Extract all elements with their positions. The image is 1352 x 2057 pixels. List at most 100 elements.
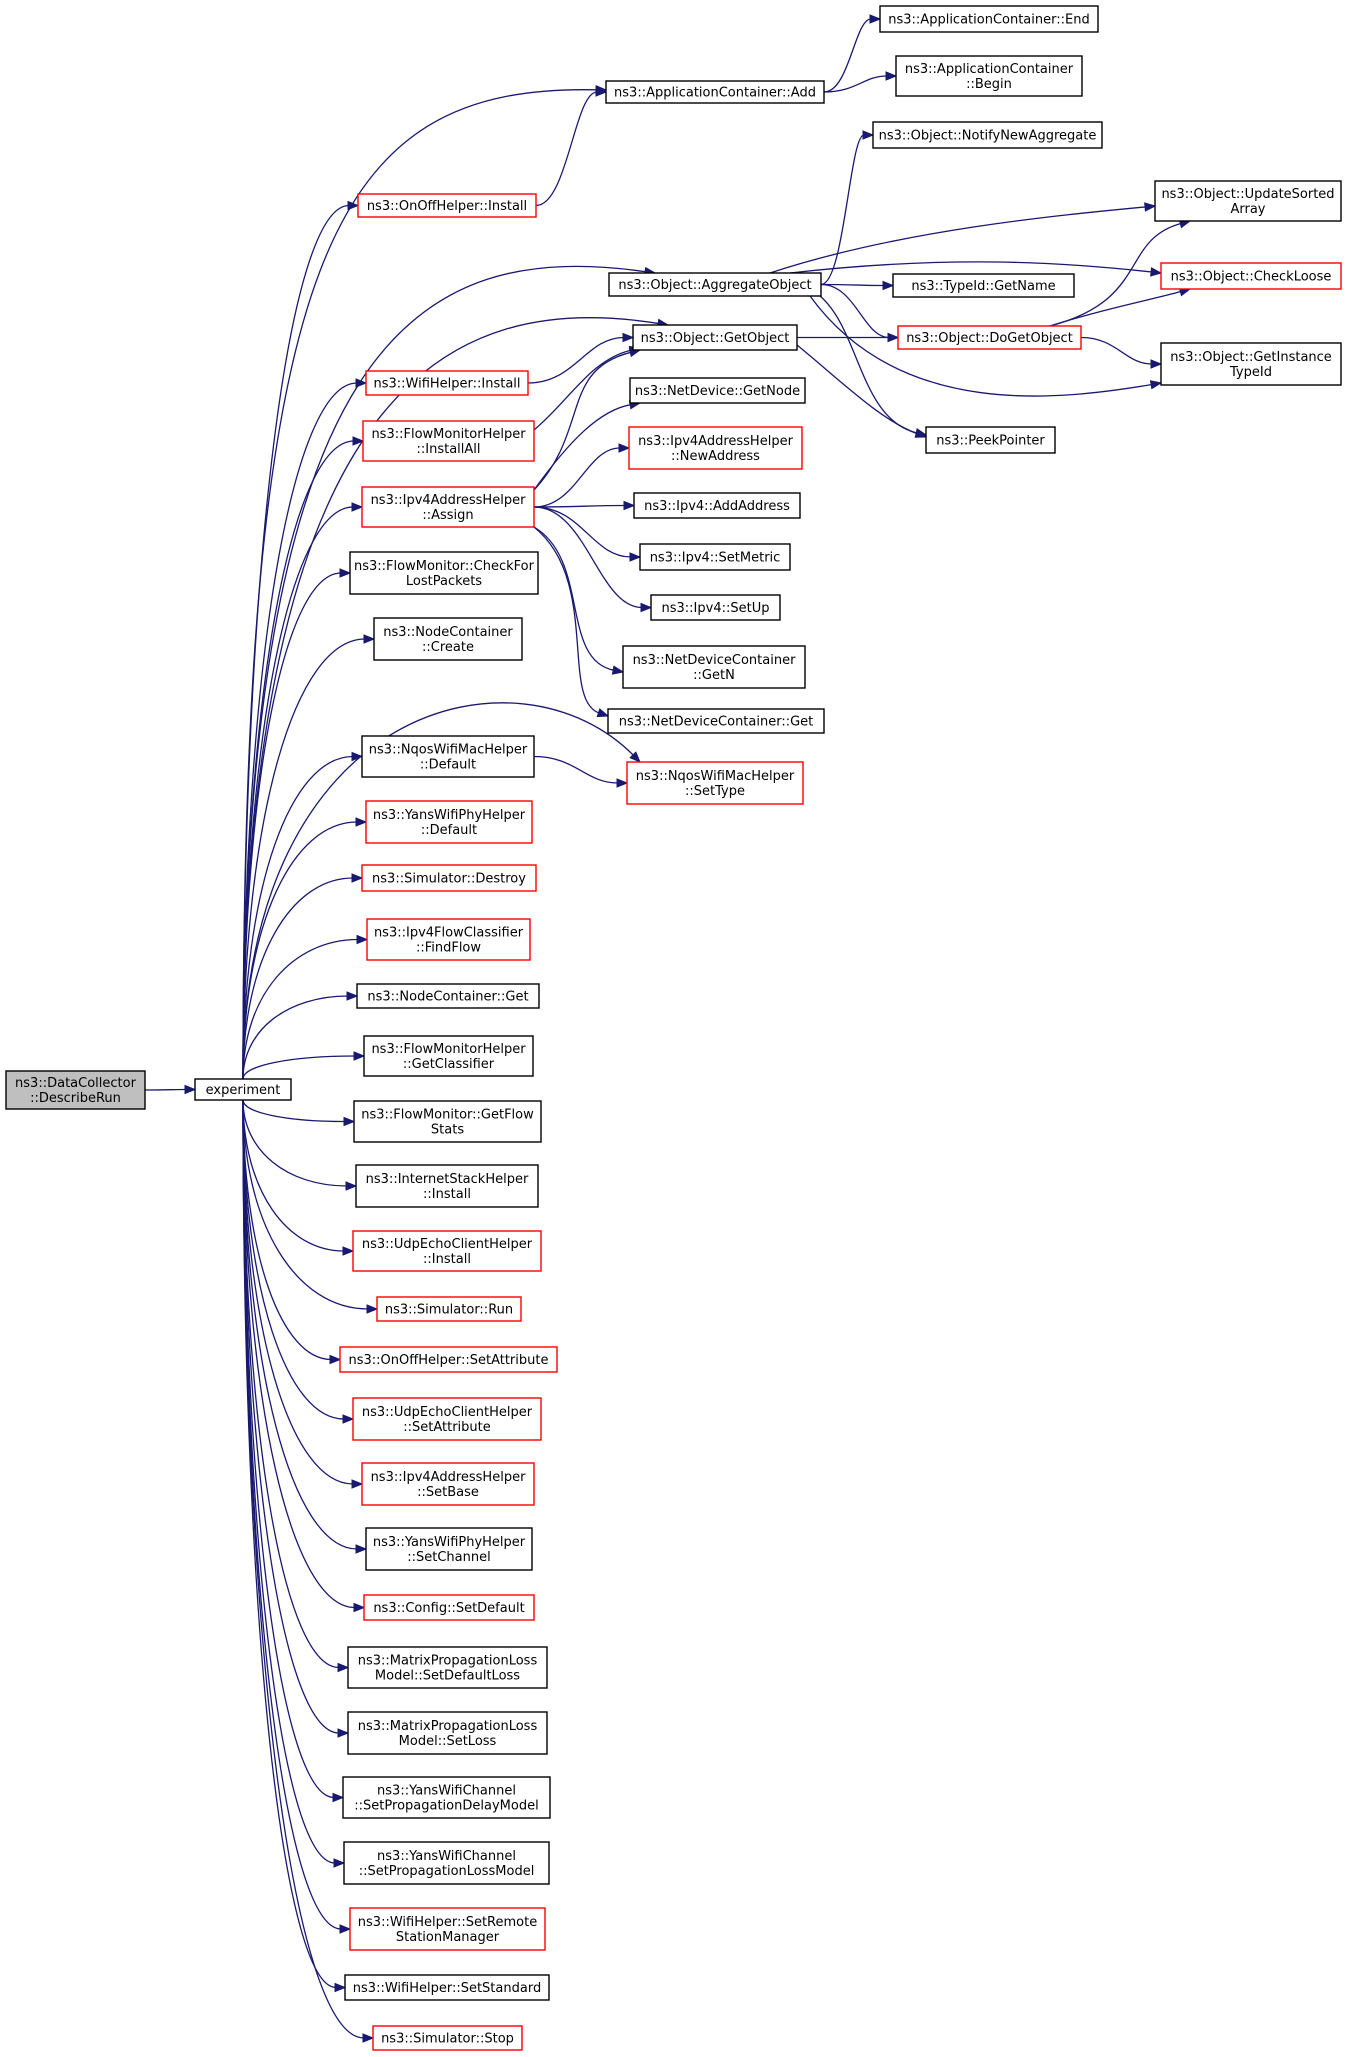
function-node-app-container-end[interactable]: ns3::ApplicationContainer::End — [879, 5, 1099, 33]
function-node-ipv4flowclassifier-findflow[interactable]: ns3::Ipv4FlowClassifier::FindFlow — [366, 918, 531, 961]
function-node-box — [194, 1078, 292, 1101]
function-node-nodecontainer-get[interactable]: ns3::NodeContainer::Get — [356, 983, 540, 1009]
function-node-internetstackhelper-install[interactable]: ns3::InternetStackHelper::Install — [355, 1164, 539, 1208]
call-edge-experiment-to-flowmonitor_check_for_lost_packets — [242, 572, 342, 1080]
function-node-object-aggregate-object[interactable]: ns3::Object::AggregateObject — [608, 272, 822, 297]
function-node-flowmonitorhelper-getclassifier[interactable]: ns3::FlowMonitorHelper::GetClassifier — [363, 1035, 534, 1077]
function-node-label: ns3::Ipv4AddressHelper — [371, 1470, 527, 1485]
arrowhead-icon — [366, 1304, 379, 1314]
function-node-box — [357, 193, 537, 218]
function-node-nqoswifimachelper-default[interactable]: ns3::NqosWifiMacHelper::Default — [361, 735, 535, 778]
arrowhead-icon — [353, 1602, 366, 1613]
function-node-app-container-add[interactable]: ns3::ApplicationContainer::Add — [605, 80, 825, 104]
function-node-simulator-run[interactable]: ns3::Simulator::Run — [376, 1296, 522, 1322]
arrowhead-icon — [611, 665, 625, 675]
function-node-peek-pointer[interactable]: ns3::PeekPointer — [925, 426, 1056, 454]
function-node-label: StationManager — [396, 1930, 500, 1945]
function-node-object-check-loose[interactable]: ns3::Object::CheckLoose — [1160, 262, 1342, 290]
function-node-netdevicecontainer-getn[interactable]: ns3::NetDeviceContainer::GetN — [622, 645, 806, 689]
function-node-label: TypeId — [1229, 365, 1272, 380]
call-edge-experiment-to-yanswifiphyhelper_default — [242, 821, 358, 1080]
function-node-ipv4addresshelper-setbase[interactable]: ns3::Ipv4AddressHelper::SetBase — [361, 1462, 535, 1506]
function-node-nqoswifimachelper-settype[interactable]: ns3::NqosWifiMacHelper::SetType — [626, 761, 804, 805]
function-node-ipv4-set-metric[interactable]: ns3::Ipv4::SetMetric — [639, 543, 791, 571]
function-node-netdevicecontainer-get[interactable]: ns3::NetDeviceContainer::Get — [607, 708, 825, 734]
arrowhead-icon — [618, 443, 631, 453]
function-node-yanswifichannel-setpropagationlossmodel[interactable]: ns3::YansWifiChannel::SetPropagationLoss… — [343, 1841, 550, 1885]
arrowhead-icon — [622, 332, 635, 343]
arrowhead-icon — [869, 14, 882, 24]
function-node-label: ::Install — [423, 1252, 471, 1267]
function-node-box — [872, 121, 1103, 149]
call-edge-ipv4addresshelper_assign-to-ipv4_add_address — [533, 504, 626, 508]
arrowhead-icon — [339, 568, 352, 578]
function-node-matrixpropagationloss-setdefaultloss[interactable]: ns3::MatrixPropagationLossModel::SetDefa… — [347, 1646, 548, 1689]
function-node-yanswifiphyhelper-default[interactable]: ns3::YansWifiPhyHelper::Default — [365, 800, 533, 844]
function-node-simulator-destroy[interactable]: ns3::Simulator::Destroy — [361, 864, 537, 892]
function-node-ipv4addresshelper-assign[interactable]: ns3::Ipv4AddressHelper::Assign — [361, 486, 535, 528]
call-edge-flowmonitorhelper_install_all-to-object_get_object — [533, 349, 632, 431]
call-edge-experiment-to-ipv4flowclassifier_findflow — [242, 938, 359, 1080]
function-node-onoff-install[interactable]: ns3::OnOffHelper::Install — [357, 193, 537, 218]
call-edge-experiment-to-flowmonitorhelper_getclassifier — [242, 1055, 356, 1080]
arrowhead-icon — [337, 1662, 350, 1673]
function-node-box — [362, 420, 535, 462]
function-node-label: ns3::Ipv4FlowClassifier — [374, 926, 524, 941]
function-node-object-notify-new-aggregate[interactable]: ns3::Object::NotifyNewAggregate — [872, 121, 1103, 149]
arrowhead-icon — [363, 634, 376, 644]
function-node-box — [361, 1462, 535, 1506]
function-node-box — [608, 272, 822, 297]
function-node-label: ns3::DataCollector — [15, 1076, 137, 1091]
function-node-label: experiment — [206, 1083, 281, 1098]
function-node-udpechoclienthelper-setattribute[interactable]: ns3::UdpEchoClientHelper::SetAttribute — [352, 1397, 542, 1441]
function-node-config-setdefault[interactable]: ns3::Config::SetDefault — [363, 1594, 535, 1621]
call-edge-experiment-to-onoff_install — [242, 204, 350, 1080]
call-edge-object_aggregate_object-to-peek_pointer — [819, 295, 918, 434]
call-edge-object_aggregate_object-to-typeid_get_name — [820, 283, 885, 287]
function-node-onoffhelper-setattribute[interactable]: ns3::OnOffHelper::SetAttribute — [339, 1346, 558, 1373]
function-node-netdevice-get-node[interactable]: ns3::NetDevice::GetNode — [629, 377, 806, 404]
function-node-wifihelper-install[interactable]: ns3::WifiHelper::Install — [365, 370, 529, 396]
call-edge-experiment-to-simulator_destroy — [242, 877, 354, 1080]
arrowhead-icon — [337, 1728, 350, 1738]
function-node-ipv4-add-address[interactable]: ns3::Ipv4::AddAddress — [633, 492, 801, 519]
function-node-label: ::DescribeRun — [30, 1091, 121, 1106]
call-edge-experiment-to-yanswifiphyhelper_setchannel — [242, 1099, 358, 1550]
function-node-ipv4addresshelper-new-address[interactable]: ns3::Ipv4AddressHelper::NewAddress — [628, 426, 803, 470]
function-node-box — [365, 800, 533, 844]
function-node-ipv4-set-up[interactable]: ns3::Ipv4::SetUp — [650, 594, 781, 621]
function-node-label: ns3::NodeContainer::Get — [367, 990, 528, 1005]
function-node-wifihelper-setstandard[interactable]: ns3::WifiHelper::SetStandard — [344, 1974, 550, 2001]
function-node-label: ::GetN — [693, 668, 735, 683]
call-edge-ipv4addresshelper_assign-to-ipv4_set_metric — [533, 506, 632, 558]
function-node-nodecontainer-create[interactable]: ns3::NodeContainer::Create — [373, 617, 523, 661]
function-node-label: ns3::NodeContainer — [383, 625, 513, 640]
function-node-box — [352, 1397, 542, 1441]
function-node-yanswifichannel-setpropagationdelaymodel[interactable]: ns3::YansWifiChannel::SetPropagationDela… — [342, 1776, 551, 1819]
function-node-experiment[interactable]: experiment — [194, 1078, 292, 1101]
function-node-typeid-get-name[interactable]: ns3::TypeId::GetName — [892, 273, 1075, 298]
function-node-box — [365, 370, 529, 396]
function-node-object-get-object[interactable]: ns3::Object::GetObject — [632, 324, 798, 351]
call-edge-object_aggregate_object-to-object_check_loose — [789, 261, 1153, 274]
function-node-label: Model::SetLoss — [399, 1734, 497, 1749]
function-node-simulator-stop[interactable]: ns3::Simulator::Stop — [372, 2025, 523, 2051]
function-node-flowmonitorhelper-install-all[interactable]: ns3::FlowMonitorHelper::InstallAll — [362, 420, 535, 462]
arrowhead-icon — [343, 1116, 356, 1127]
call-edge-onoff_install-to-app_container_add — [535, 91, 598, 207]
function-node-label: ::InstallAll — [416, 442, 480, 457]
call-edge-experiment-to-wifihelper_setremotestationmanager — [242, 1099, 342, 1930]
function-node-object-do-get-object[interactable]: ns3::Object::DoGetObject — [897, 325, 1082, 350]
function-node-udpechoclienthelper-install[interactable]: ns3::UdpEchoClientHelper::Install — [352, 1230, 542, 1272]
function-node-app-container-begin[interactable]: ns3::ApplicationContainer::Begin — [895, 55, 1083, 97]
function-node-yanswifiphyhelper-setchannel[interactable]: ns3::YansWifiPhyHelper::SetChannel — [365, 1527, 533, 1571]
arrowhead-icon — [184, 1084, 197, 1095]
call-edge-experiment-to-nqoswifimachelper_default — [242, 755, 354, 1080]
